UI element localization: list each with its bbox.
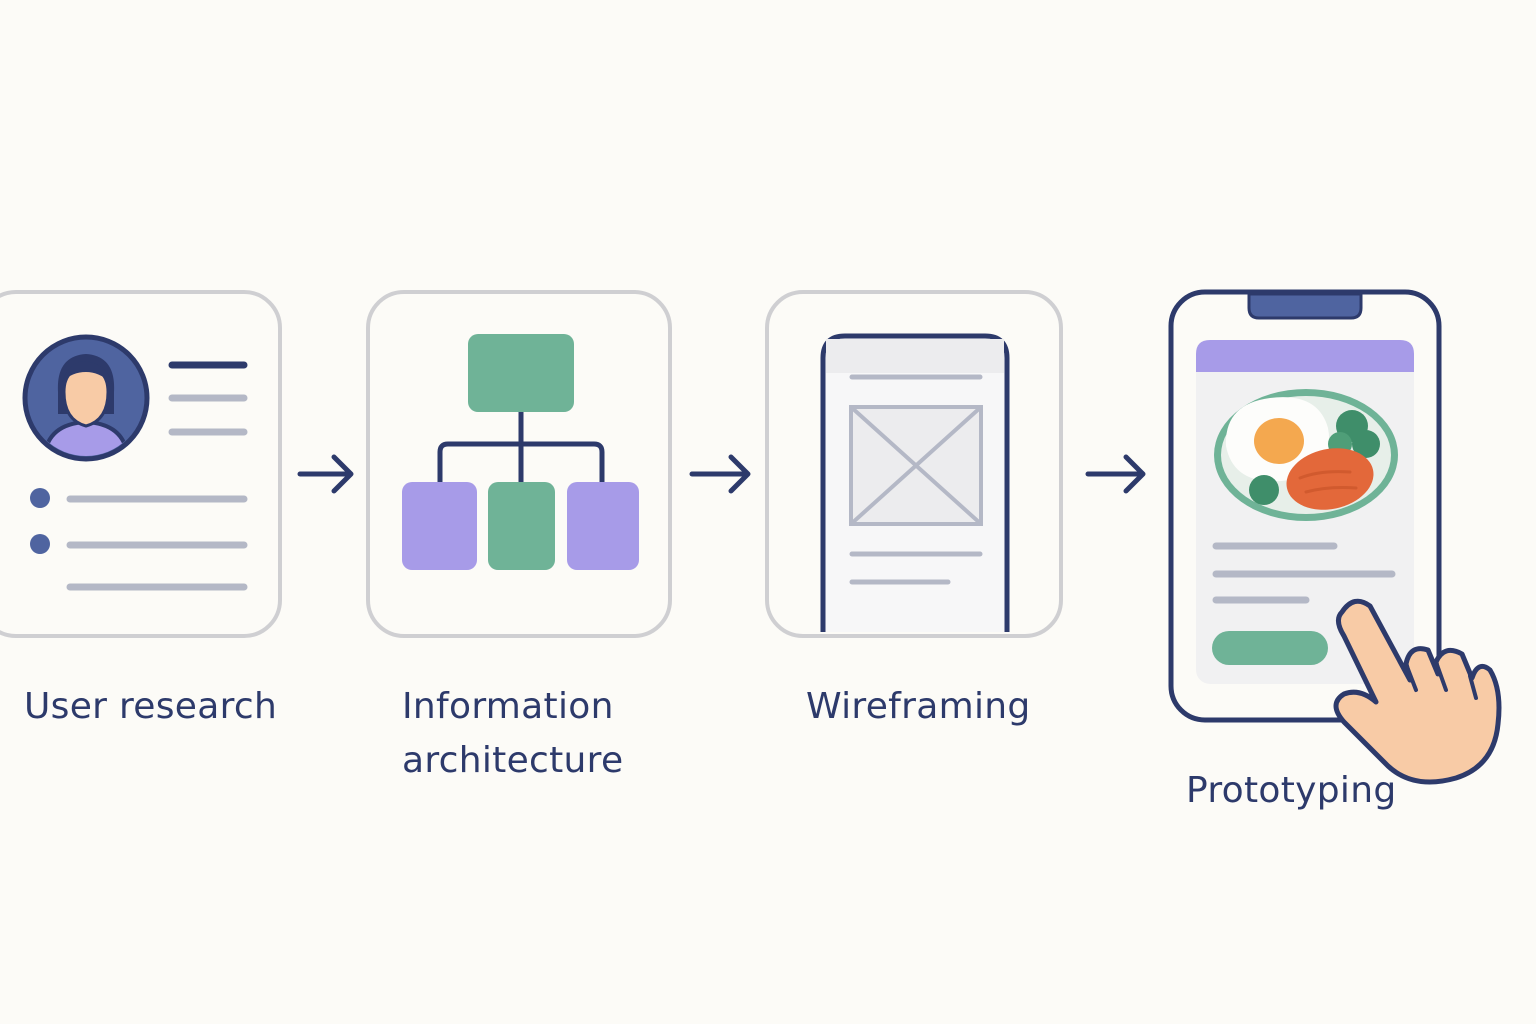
step-label-information-architecture: Information architecture xyxy=(402,680,623,788)
step-information-architecture xyxy=(366,290,672,638)
step-user-research xyxy=(0,290,282,638)
sitemap-icon xyxy=(402,334,639,570)
step-label-line: Information xyxy=(402,686,614,727)
prototype-text-lines xyxy=(1212,542,1396,604)
step-label-user-research: User research xyxy=(24,680,277,734)
profile-text-lines xyxy=(168,361,248,436)
wireframe-phone-icon xyxy=(820,333,1010,632)
step-label-line: Wireframing xyxy=(806,686,1031,727)
pointing-hand-icon xyxy=(1333,598,1502,785)
user-avatar-icon xyxy=(22,334,150,462)
step-label-wireframing: Wireframing xyxy=(806,680,1031,734)
step-label-line: architecture xyxy=(402,740,624,781)
step-wireframing xyxy=(765,290,1063,638)
step-label-prototyping: Prototyping xyxy=(1186,764,1397,818)
food-plate-image xyxy=(1214,389,1398,521)
step-label-line: Prototyping xyxy=(1186,770,1397,811)
arrow-right-icon xyxy=(297,454,354,494)
bullet-list xyxy=(30,488,248,591)
step-label-line: User research xyxy=(24,686,278,727)
prototype-cta-button xyxy=(1212,631,1328,665)
step-prototyping xyxy=(1168,289,1502,785)
arrow-right-icon xyxy=(689,454,751,494)
arrow-right-icon xyxy=(1085,454,1146,494)
